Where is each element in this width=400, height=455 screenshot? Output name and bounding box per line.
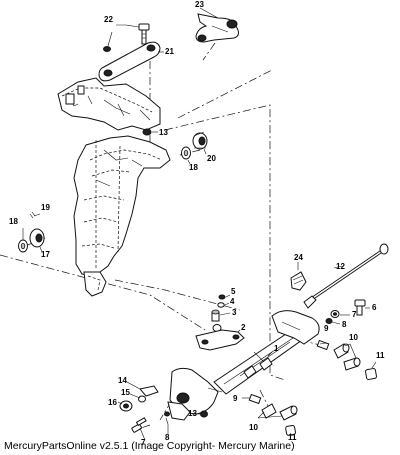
fitting-10-lower-a xyxy=(261,403,277,419)
callout-20: 20 xyxy=(207,154,216,163)
callout-15: 15 xyxy=(121,388,130,397)
fitting-10-upper-a xyxy=(333,343,350,359)
lower-clamp-piece xyxy=(83,271,107,297)
link-plate-21 xyxy=(98,41,161,82)
callout-9-upper: 9 xyxy=(324,324,329,333)
washer-18-left xyxy=(18,239,28,253)
callout-19: 19 xyxy=(41,203,50,212)
fitting-9-upper xyxy=(316,339,330,351)
bolt-22 xyxy=(138,23,150,45)
callout-18-left: 18 xyxy=(9,217,18,226)
fitting-9-lower xyxy=(248,393,262,405)
washer-4 xyxy=(217,302,225,308)
callout-16: 16 xyxy=(108,398,117,407)
steering-cylinder-1 xyxy=(167,310,320,421)
callout-11-upper: 11 xyxy=(376,351,385,360)
callout-17: 17 xyxy=(41,250,50,259)
nut-16 xyxy=(119,400,133,412)
callout-9-lower: 9 xyxy=(233,394,238,403)
tie-rod-12 xyxy=(303,243,389,309)
callout-22: 22 xyxy=(104,15,113,24)
nut-7 xyxy=(330,310,340,318)
callout-7: 7 xyxy=(352,310,357,319)
nut-13-lower xyxy=(200,410,208,418)
nut-13-upper xyxy=(142,128,152,136)
callout-12: 12 xyxy=(336,262,345,271)
cap-11-upper xyxy=(365,368,377,380)
callout-3: 3 xyxy=(232,308,237,317)
swivel-bracket xyxy=(73,135,171,277)
washer-18-upper xyxy=(181,146,191,160)
callout-23: 23 xyxy=(195,0,204,9)
screw-5 xyxy=(218,294,226,300)
callout-13-upper: 13 xyxy=(159,128,168,137)
callout-13-lower: 13 xyxy=(188,409,197,418)
callout-2: 2 xyxy=(241,323,246,332)
callout-8-upper: 8 xyxy=(342,320,347,329)
callout-14: 14 xyxy=(118,376,127,385)
callout-4: 4 xyxy=(230,297,235,306)
upper-mount-assembly xyxy=(57,77,161,131)
callout-8-lower: 8 xyxy=(165,433,170,442)
copyright-caption: MercuryPartsOnline v2.5.1 (Image Copyrig… xyxy=(4,440,295,452)
bushing-17 xyxy=(29,228,45,248)
steering-arm-23 xyxy=(195,13,239,43)
callout-5: 5 xyxy=(231,287,236,296)
callout-7-lower: 7 xyxy=(141,438,146,447)
callout-11-lower: 11 xyxy=(288,433,297,442)
leader-lines xyxy=(22,7,377,441)
callout-6: 6 xyxy=(372,303,377,312)
callout-10-upper: 10 xyxy=(349,333,358,342)
pin-19 xyxy=(29,211,36,219)
callout-21: 21 xyxy=(165,47,174,56)
fitting-10-lower-b xyxy=(279,405,298,421)
bolt-7-lower xyxy=(131,417,147,433)
bracket-plate-2 xyxy=(195,329,245,351)
callout-10-lower: 10 xyxy=(249,423,258,432)
callout-1: 1 xyxy=(274,344,279,353)
bolt-6 xyxy=(354,299,366,316)
boot-24 xyxy=(290,271,307,291)
assembly-lines xyxy=(0,42,321,431)
fitting-3 xyxy=(211,309,220,322)
washer-15 xyxy=(138,395,146,403)
fitting-10-upper-b xyxy=(343,357,361,371)
callout-18-upper: 18 xyxy=(189,163,198,172)
washer-22 xyxy=(103,46,111,52)
bushing-20 xyxy=(192,131,208,150)
link-14 xyxy=(139,385,159,397)
callout-24: 24 xyxy=(294,253,303,262)
washer-8-upper xyxy=(325,318,333,324)
washer-8-lower xyxy=(164,411,170,425)
